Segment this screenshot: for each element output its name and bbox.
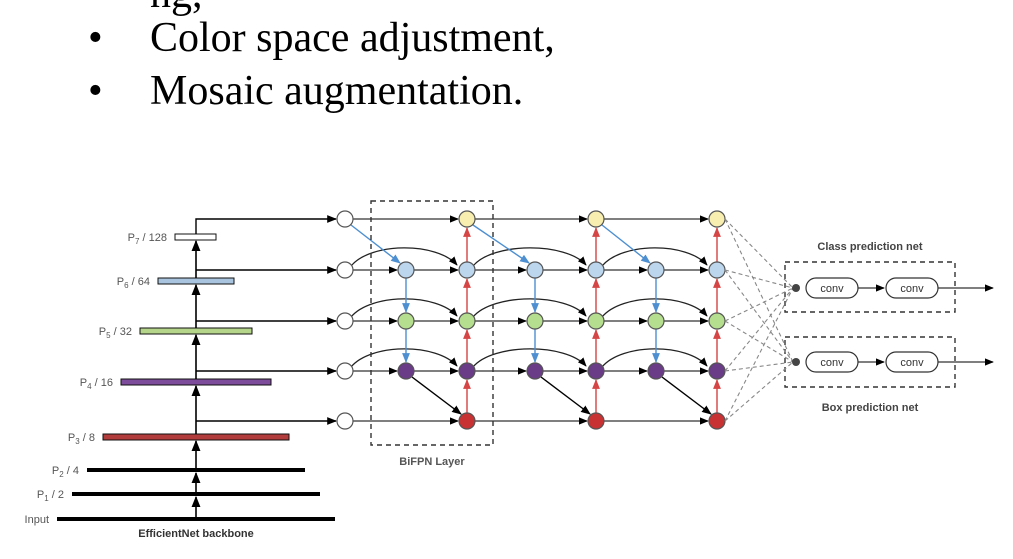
backbone-level-label: P4 / 16: [80, 377, 113, 391]
skip-edge: [472, 298, 587, 318]
prediction-heads: [724, 218, 994, 422]
backbone-bar-p5: [139, 327, 253, 335]
bifpn-nodes: [336, 200, 726, 446]
backbone-level-label: P1 / 2: [37, 489, 64, 503]
conv-label: conv: [820, 283, 844, 295]
fan-in-edge: [724, 320, 794, 363]
bifpn-node: [336, 362, 354, 380]
backbone-level-label: P5 / 32: [99, 326, 132, 340]
bifpn-node: [458, 312, 476, 330]
backbone-level-label: P3 / 8: [68, 432, 95, 446]
conv-label: conv: [820, 357, 844, 369]
bifpn-node: [458, 362, 476, 380]
bifpn-layer-box: [370, 200, 494, 446]
skip-edge: [472, 247, 587, 267]
cut-text-line: ng,: [88, 0, 203, 18]
fan-in-edge: [724, 361, 794, 422]
bifpn-node: [647, 261, 665, 279]
backbone-group: [57, 233, 335, 521]
top-down-edge: [472, 224, 530, 264]
skip-edge: [601, 348, 708, 368]
backbone-bar-p1: [72, 492, 320, 496]
backbone-bar-p3: [102, 433, 290, 441]
backbone-bar-p4: [120, 378, 272, 386]
bifpn-node: [647, 362, 665, 380]
bifpn-node: [587, 312, 605, 330]
backbone-level-label: P2 / 4: [52, 465, 79, 479]
backbone-level-label: P6 / 64: [117, 276, 150, 290]
box-head-box: [784, 336, 956, 388]
top-down-edge: [601, 224, 651, 264]
bifpn-node: [708, 412, 726, 430]
fan-in-edge: [724, 218, 794, 289]
bifpn-node: [587, 362, 605, 380]
bullet-text-1: Color space adjustment,: [150, 15, 555, 61]
bifpn-node: [397, 261, 415, 279]
bifpn-node: [397, 362, 415, 380]
box-head-title: Box prediction net: [822, 402, 919, 414]
backbone-title: EfficientNet backbone: [138, 528, 254, 540]
class-head-box: [784, 261, 956, 313]
skip-edge: [350, 247, 458, 267]
bifpn-node: [647, 312, 665, 330]
skip-edge: [350, 348, 458, 368]
bifpn-node: [587, 412, 605, 430]
backbone-bar-p2: [87, 468, 305, 472]
skip-edge: [601, 298, 708, 318]
top-down-edge: [350, 224, 401, 264]
bifpn-node: [336, 412, 354, 430]
backbone-level-label: Input: [25, 514, 49, 526]
merge-dot: [792, 358, 800, 366]
bullet-dot-icon: •: [88, 68, 103, 114]
conv-label: conv: [900, 283, 924, 295]
fan-in-edge: [724, 287, 794, 322]
bifpn-node: [458, 261, 476, 279]
merge-dot: [792, 284, 800, 292]
skip-edge: [472, 348, 587, 368]
bifpn-node: [587, 210, 605, 228]
diagonal-edge: [411, 376, 462, 415]
fan-in-edge: [724, 218, 794, 363]
backbone-level-label: P7 / 128: [128, 232, 167, 246]
fan-in-edge: [724, 361, 794, 372]
bifpn-node: [708, 261, 726, 279]
fan-in-edge: [724, 269, 794, 363]
bifpn-node: [526, 261, 544, 279]
backbone-bar-p6: [157, 277, 235, 285]
bifpn-node: [336, 261, 354, 279]
bifpn-node: [708, 210, 726, 228]
bifpn-node: [397, 312, 415, 330]
bifpn-node: [336, 312, 354, 330]
bullet-item-1: • Color space adjustment,: [88, 14, 555, 62]
diagonal-edge: [540, 376, 591, 415]
skip-edge: [601, 247, 708, 267]
bullet-item-2: • Mosaic augmentation.: [88, 67, 523, 115]
fan-in-edge: [724, 287, 794, 422]
bifpn-node: [587, 261, 605, 279]
bullet-dot-icon: •: [88, 15, 103, 61]
diagonal-edge: [661, 376, 712, 415]
bullet-text-area: ng, • Color space adjustment, • Mosaic aug…: [0, 0, 1013, 150]
bifpn-node: [708, 362, 726, 380]
bullet-text-2: Mosaic augmentation.: [150, 68, 524, 114]
bifpn-edges: [195, 215, 721, 425]
bifpn-node: [526, 362, 544, 380]
diagram-labels: P7 / 128 P6 / 64 P5 / 32 P4 / 16 P3 / 8 P2 / …: [25, 232, 925, 540]
bifpn-node: [458, 210, 476, 228]
backbone-bar-input: [57, 517, 335, 521]
bifpn-node: [458, 412, 476, 430]
bifpn-node: [526, 312, 544, 330]
bifpn-layer-label: BiFPN Layer: [399, 456, 465, 468]
class-head-title: Class prediction net: [817, 241, 922, 253]
fan-in-edge: [724, 269, 794, 289]
cut-text: ng,: [150, 0, 203, 17]
conv-label: conv: [900, 357, 924, 369]
bifpn-node: [336, 210, 354, 228]
skip-edge: [350, 298, 458, 318]
feed-arrow-p7: [195, 215, 337, 234]
backbone-bar-p7: [174, 233, 217, 241]
bifpn-node: [708, 312, 726, 330]
fan-in-edge: [724, 287, 794, 372]
